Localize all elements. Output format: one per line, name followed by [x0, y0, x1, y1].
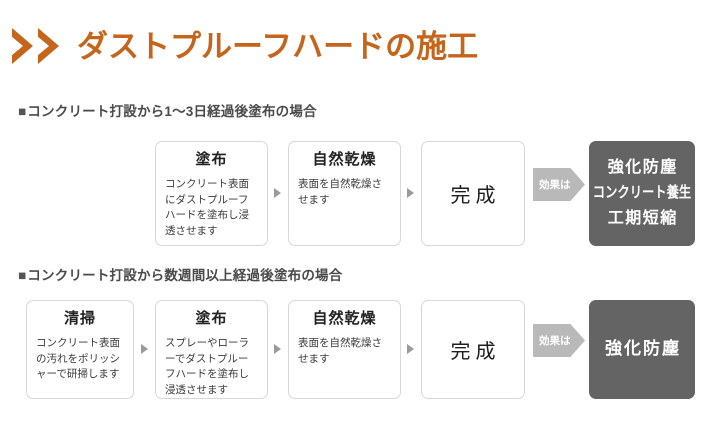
step-body: スプレーやローラーでダストプルーフハードを塗布し浸透させます	[165, 336, 249, 396]
step-body: コンクリート表面の汚れをポリッシャーで研掃します	[36, 336, 120, 381]
step-box: 清掃 コンクリート表面の汚れをポリッシャーで研掃します	[26, 300, 134, 399]
flow-connector-icon	[274, 344, 281, 354]
section-heading-2-label: コンクリート打設から数週間以上経過後塗布の場合	[27, 268, 343, 283]
result-line: 強化防塵	[605, 339, 681, 359]
effect-arrow: 効果は	[533, 168, 585, 201]
effect-arrow: 効果は	[533, 324, 585, 357]
flow-connector-icon	[407, 344, 414, 354]
step-body: 表面を自然乾燥させます	[298, 177, 382, 206]
step-title: 自然乾燥	[312, 310, 377, 327]
step-box: 自然乾燥 表面を自然乾燥させます	[288, 300, 401, 399]
final-step-label: 完成	[450, 341, 501, 363]
bullet-square-icon: ■	[18, 104, 27, 119]
double-chevron-right-icon	[11, 28, 59, 64]
step-body: コンクリート表面にダストプルーフハードを塗布し浸透させます	[165, 177, 249, 237]
step-title: 自然乾燥	[312, 151, 377, 168]
page-title: ダストプルーフハードの施工	[77, 28, 479, 64]
page-header: ダストプルーフハードの施工	[0, 18, 720, 74]
effect-arrow-label: 効果は	[539, 179, 571, 191]
section-heading-2: ■コンクリート打設から数週間以上経過後塗布の場合	[18, 264, 342, 284]
flow-connector-icon	[274, 188, 281, 198]
step-body: 表面を自然乾燥させます	[298, 336, 382, 365]
section-heading-1: ■コンクリート打設から1〜3日経過後塗布の場合	[18, 100, 317, 120]
final-step-label: 完成	[450, 185, 501, 207]
step-box-final: 完成	[421, 141, 525, 246]
result-box: 強化防塵 コンクリート養生 工期短縮	[589, 141, 695, 246]
result-line: コンクリート養生	[592, 184, 692, 202]
step-box: 塗布 コンクリート表面にダストプルーフハードを塗布し浸透させます	[155, 141, 268, 246]
step-title: 塗布	[195, 310, 228, 327]
step-box: 塗布 スプレーやローラーでダストプルーフハードを塗布し浸透させます	[155, 300, 268, 399]
step-box-final: 完成	[421, 300, 525, 399]
bullet-square-icon: ■	[18, 268, 27, 283]
step-title: 塗布	[195, 151, 228, 168]
result-line: 工期短縮	[607, 209, 678, 227]
step-box: 自然乾燥 表面を自然乾燥させます	[288, 141, 401, 246]
flow-connector-icon	[407, 188, 414, 198]
result-box: 強化防塵	[589, 300, 695, 399]
flow-connector-icon	[141, 344, 148, 354]
effect-arrow-label: 効果は	[539, 335, 571, 347]
section-heading-1-label: コンクリート打設から1〜3日経過後塗布の場合	[27, 104, 317, 119]
result-line: 強化防塵	[607, 158, 678, 176]
step-title: 清掃	[63, 310, 96, 327]
